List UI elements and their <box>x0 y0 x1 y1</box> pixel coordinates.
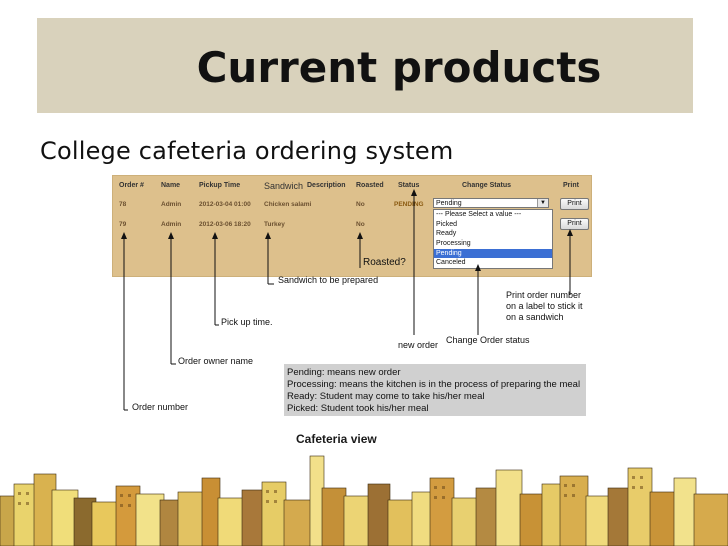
annotation-change-status: Change Order status <box>446 335 530 345</box>
cafeteria-orders-table: Order # Name Pickup Time Sandwich Descri… <box>112 175 592 277</box>
arrowhead-change-status <box>475 264 481 271</box>
annotation-new-order: new order <box>398 340 439 350</box>
legend-pending: Pending: means new order <box>287 367 401 378</box>
slide-title: Current products <box>196 43 602 92</box>
header-sandwich[interactable]: Sandwich <box>264 181 304 191</box>
arrowhead-pickup <box>212 232 218 239</box>
option-ready[interactable]: Ready <box>436 230 457 238</box>
title-band <box>37 18 693 113</box>
legend-processing: Processing: means the kitchen is in the … <box>287 379 581 390</box>
arrowhead-roasted <box>357 232 363 239</box>
header-status[interactable]: Status <box>398 182 420 189</box>
status-dropdown-list: --- Please Select a value --- Picked Rea… <box>433 209 553 270</box>
row1-status-badge: PENDING <box>394 201 424 208</box>
annotation-owner: Order owner name <box>178 356 254 366</box>
select-value: Pending <box>436 200 462 207</box>
row2-sandwich: Turkey <box>264 221 285 228</box>
print-button-row1[interactable]: Print <box>560 198 589 210</box>
annotation-print-3: on a sandwich <box>506 312 564 322</box>
option-pending[interactable]: Pending <box>434 248 552 259</box>
change-status-select[interactable]: Pending ▼ <box>433 198 549 208</box>
chevron-down-icon[interactable]: ▼ <box>537 199 548 207</box>
annotation-pickup: Pick up time. <box>221 317 273 327</box>
row1-pickup-time: 2012-03-04 01:00 <box>199 201 251 208</box>
header-description[interactable]: Description <box>307 182 346 189</box>
option-picked[interactable]: Picked <box>436 220 458 228</box>
row1-sandwich: Chicken salami <box>264 201 312 208</box>
header-change-status: Change Status <box>462 182 512 189</box>
arrowhead-order-number <box>121 232 127 239</box>
header-pickup-time[interactable]: Pickup Time <box>199 182 241 189</box>
arrowhead-sandwich <box>265 232 271 239</box>
arrowhead-owner <box>168 232 174 239</box>
city-skyline-illustration <box>0 455 728 546</box>
option-processing[interactable]: Processing <box>436 240 471 248</box>
status-legend: Pending: means new order Processing: mea… <box>284 364 586 416</box>
option-canceled[interactable]: Canceled <box>436 259 466 267</box>
legend-picked: Picked: Student took his/her meal <box>287 403 429 414</box>
arrowhead-print <box>567 229 573 236</box>
caption-cafeteria-view: Cafeteria view <box>296 432 377 446</box>
row2-order-number: 79 <box>119 221 127 228</box>
annotation-print-1: Print order number <box>506 290 582 300</box>
arrowhead-new-order <box>411 189 417 196</box>
row1-name: Admin <box>161 201 182 208</box>
header-roasted[interactable]: Roasted <box>356 182 384 189</box>
print-button-row2[interactable]: Print <box>560 218 589 230</box>
slide-subtitle: College cafeteria ordering system <box>40 137 454 165</box>
header-print: Print <box>563 182 579 189</box>
row1-order-number: 78 <box>119 201 127 208</box>
annotation-roasted: Roasted? <box>363 257 406 268</box>
annotation-sandwich: Sandwich to be prepared <box>278 275 379 285</box>
row2-pickup-time: 2012-03-06 18:20 <box>199 221 251 228</box>
row2-roasted: No <box>356 221 365 228</box>
row2-name: Admin <box>161 221 182 228</box>
annotation-print-2: on a label to stick it <box>506 301 583 311</box>
annotation-order-number: Order number <box>132 402 189 412</box>
header-name[interactable]: Name <box>161 182 181 189</box>
option-placeholder[interactable]: --- Please Select a value --- <box>436 211 522 218</box>
row1-roasted: No <box>356 201 365 208</box>
legend-ready: Ready: Student may come to take his/her … <box>287 391 485 402</box>
header-order-number[interactable]: Order # <box>119 182 144 189</box>
